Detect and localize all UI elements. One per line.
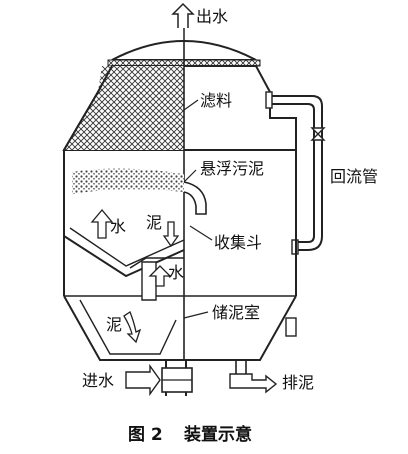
label-water-up: 水 — [110, 217, 126, 236]
label-sludge-collect: 泥 — [146, 213, 162, 232]
label-return-pipe: 回流管 — [330, 167, 378, 186]
sludge-down-arrow — [162, 221, 180, 248]
sludge-discharge-pipe — [229, 360, 278, 394]
filter-media-section — [62, 40, 297, 360]
outlet-arrow — [171, 2, 195, 28]
main-vessel — [63, 150, 297, 297]
label-inlet: 进水 — [82, 371, 114, 390]
label-sludge-low: 泥 — [106, 315, 122, 334]
sludge-chamber — [63, 295, 297, 361]
water-mid-arrow — [148, 265, 172, 287]
caption-figure-no: 图 2 — [128, 425, 163, 445]
label-sludge-discharge: 排泥 — [282, 373, 314, 392]
label-water-mid: 水 — [168, 263, 184, 282]
inlet-pipe — [125, 360, 193, 397]
label-collection-hopper: 收集斗 — [214, 233, 262, 252]
collection-hopper — [63, 227, 185, 301]
label-sludge-chamber: 储泥室 — [212, 303, 260, 322]
water-up-arrow — [90, 208, 114, 239]
label-suspended-sludge: 悬浮污泥 — [200, 159, 264, 178]
center-baffle — [183, 181, 207, 215]
caption-title: 装置示意 — [183, 424, 252, 445]
leader-lines — [183, 99, 213, 319]
label-filter-media: 滤料 — [200, 91, 232, 110]
suspended-sludge-layer — [72, 168, 184, 194]
label-outlet: 出水 — [196, 7, 228, 26]
sludge-low-arrow — [123, 311, 142, 344]
